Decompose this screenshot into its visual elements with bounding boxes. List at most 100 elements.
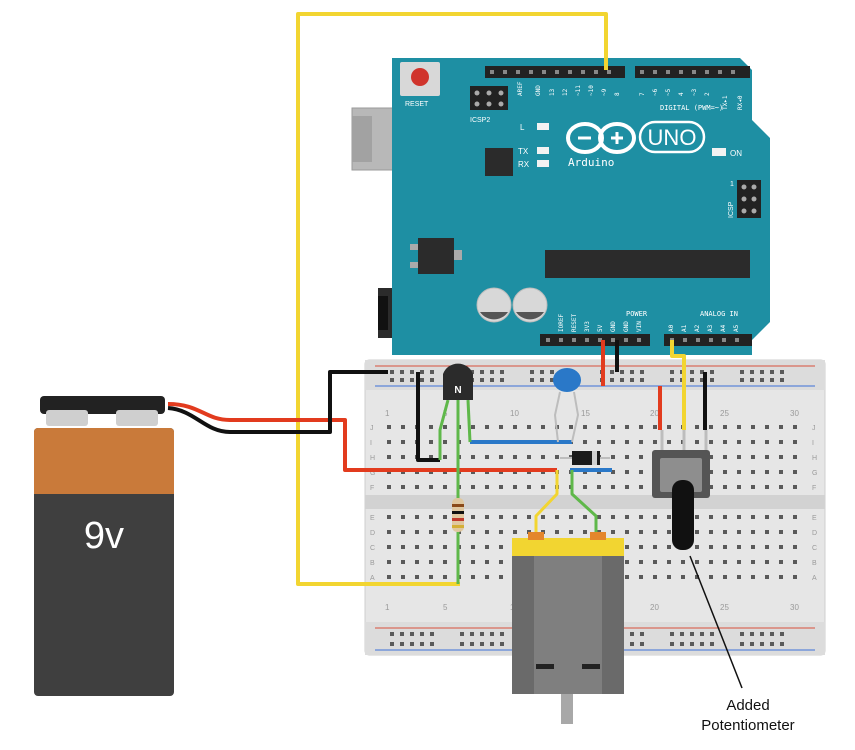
analog-label: ANALOG IN [700, 310, 738, 318]
pin-label-aref: AREF [517, 81, 524, 96]
row-letter-e: E [370, 515, 375, 522]
rx-led [537, 160, 549, 167]
transistor-lead-right [466, 399, 472, 443]
tx-led [537, 147, 549, 154]
battery-black-wire [167, 370, 388, 434]
usb-chip [485, 148, 513, 176]
pin-label-13: 13 [549, 88, 556, 96]
icsp-pin-one-label: 1 [730, 181, 734, 188]
pin-label-gnd-2: GND [623, 321, 630, 332]
arduino-uno-board: RESET ICSP2 AREF GND 13 12 ~11 ~10 ~9 8 … [351, 58, 770, 355]
pin-label-6: ~6 [652, 88, 659, 96]
power-pin-labels: IOREF RESET 3V3 5V GND GND VIN [558, 314, 643, 332]
capacitor-lead-left [553, 391, 561, 443]
row-letter-c: C [370, 545, 375, 552]
transistor-label: N [454, 385, 461, 396]
capacitor-lead-right [571, 391, 580, 443]
transistor: N [443, 363, 473, 400]
row-letter-c-right: C [812, 545, 817, 552]
pin-label-5: ~5 [665, 88, 672, 96]
pin-label-9: ~9 [601, 88, 608, 96]
row-letter-g-right: G [812, 470, 817, 477]
analog-header [664, 334, 752, 346]
col-number-1: 1 [385, 409, 390, 418]
row-letter-a-right: A [812, 575, 817, 582]
l-label: L [520, 123, 525, 132]
row-letters-left: J I H G F E D C B A [370, 425, 375, 582]
col-number-20: 20 [650, 409, 659, 418]
battery-label: 9v [84, 515, 124, 557]
pin-label-5v: 5V [597, 324, 604, 332]
l-led [537, 123, 549, 130]
row-letter-i-right: I [812, 440, 814, 447]
row-letter-h-right: H [812, 455, 817, 462]
pin-label-12: 12 [562, 88, 569, 96]
uno-badge [638, 120, 706, 154]
icsp-label: ICSP [728, 201, 735, 218]
ground-jumper-wire [416, 372, 440, 462]
row-letter-g: G [370, 470, 375, 477]
col-number-30: 30 [790, 409, 799, 418]
row-letter-b: B [370, 560, 375, 567]
col-number-30-bottom: 30 [790, 603, 799, 612]
pin-label-gnd: GND [535, 85, 542, 96]
row-letter-a: A [370, 575, 375, 582]
pcb [392, 58, 770, 355]
annotation-line-1: Added [726, 697, 769, 714]
brand-label: Arduino [568, 156, 614, 169]
pin-label-11: ~11 [575, 85, 582, 96]
battery-snap [40, 396, 165, 414]
pin-label-reset: RESET [571, 314, 578, 332]
row-letter-e-right: E [812, 515, 817, 522]
row-letter-j-right: J [812, 425, 816, 432]
breadboard-holes [387, 425, 797, 579]
row-letter-j: J [370, 425, 374, 432]
uno-label: UNO [648, 125, 697, 150]
potentiometer [652, 430, 710, 550]
pin-label-a0: A0 [668, 324, 675, 332]
arduino-infinity-logo [566, 122, 636, 154]
row-letter-h: H [370, 455, 375, 462]
row-letter-d: D [370, 530, 375, 537]
pin-label-a3: A3 [707, 324, 714, 332]
pin-label-10: ~10 [588, 85, 595, 96]
col-number-25-bottom: 25 [720, 603, 729, 612]
transistor-lead-left [438, 399, 450, 460]
battery-body [34, 428, 174, 696]
top-pin-labels: AREF GND 13 12 ~11 ~10 ~9 8 7 ~6 ~5 4 ~3… [517, 81, 744, 110]
resistor [452, 498, 464, 532]
pin-label-ioref: IOREF [558, 314, 565, 332]
battery-top-band [34, 428, 174, 494]
col-number-15: 15 [581, 409, 590, 418]
pin-label-4: 4 [678, 92, 685, 96]
digital-header [485, 66, 750, 78]
battery-red-wire [167, 402, 557, 472]
analog-pin-labels: A0 A1 A2 A3 A4 A5 [668, 324, 740, 332]
diode [560, 451, 610, 465]
icsp-header: ICSP 1 [728, 180, 761, 218]
pin-label-gnd-1: GND [610, 321, 617, 332]
digital-label: DIGITAL (PWM=~) [660, 104, 723, 112]
row-letter-b-right: B [812, 560, 817, 567]
pin-label-7: 7 [639, 92, 646, 96]
pin-label-a2: A2 [694, 324, 701, 332]
yellow-signal-wire [296, 12, 608, 586]
pin-label-a1: A1 [681, 324, 688, 332]
dc-motor [512, 532, 624, 724]
col-number-25: 25 [720, 409, 729, 418]
motor-lead-yellow [534, 470, 559, 540]
icsp2-header: ICSP2 [470, 86, 508, 124]
pin-label-a4: A4 [720, 324, 727, 332]
rx-label: RX [518, 160, 530, 169]
on-led [712, 148, 726, 156]
annotation-line-2: Potentiometer [701, 717, 794, 734]
analog-a0-wire [670, 340, 686, 430]
col-number-20-bottom: 20 [650, 603, 659, 612]
row-letter-f-right: F [812, 485, 816, 492]
col-number-10: 10 [510, 409, 519, 418]
pin-label-3v3: 3V3 [584, 321, 591, 332]
motor-shaft [561, 694, 573, 724]
digital-header-pins [490, 70, 735, 74]
annotation-leader-line [689, 555, 743, 689]
